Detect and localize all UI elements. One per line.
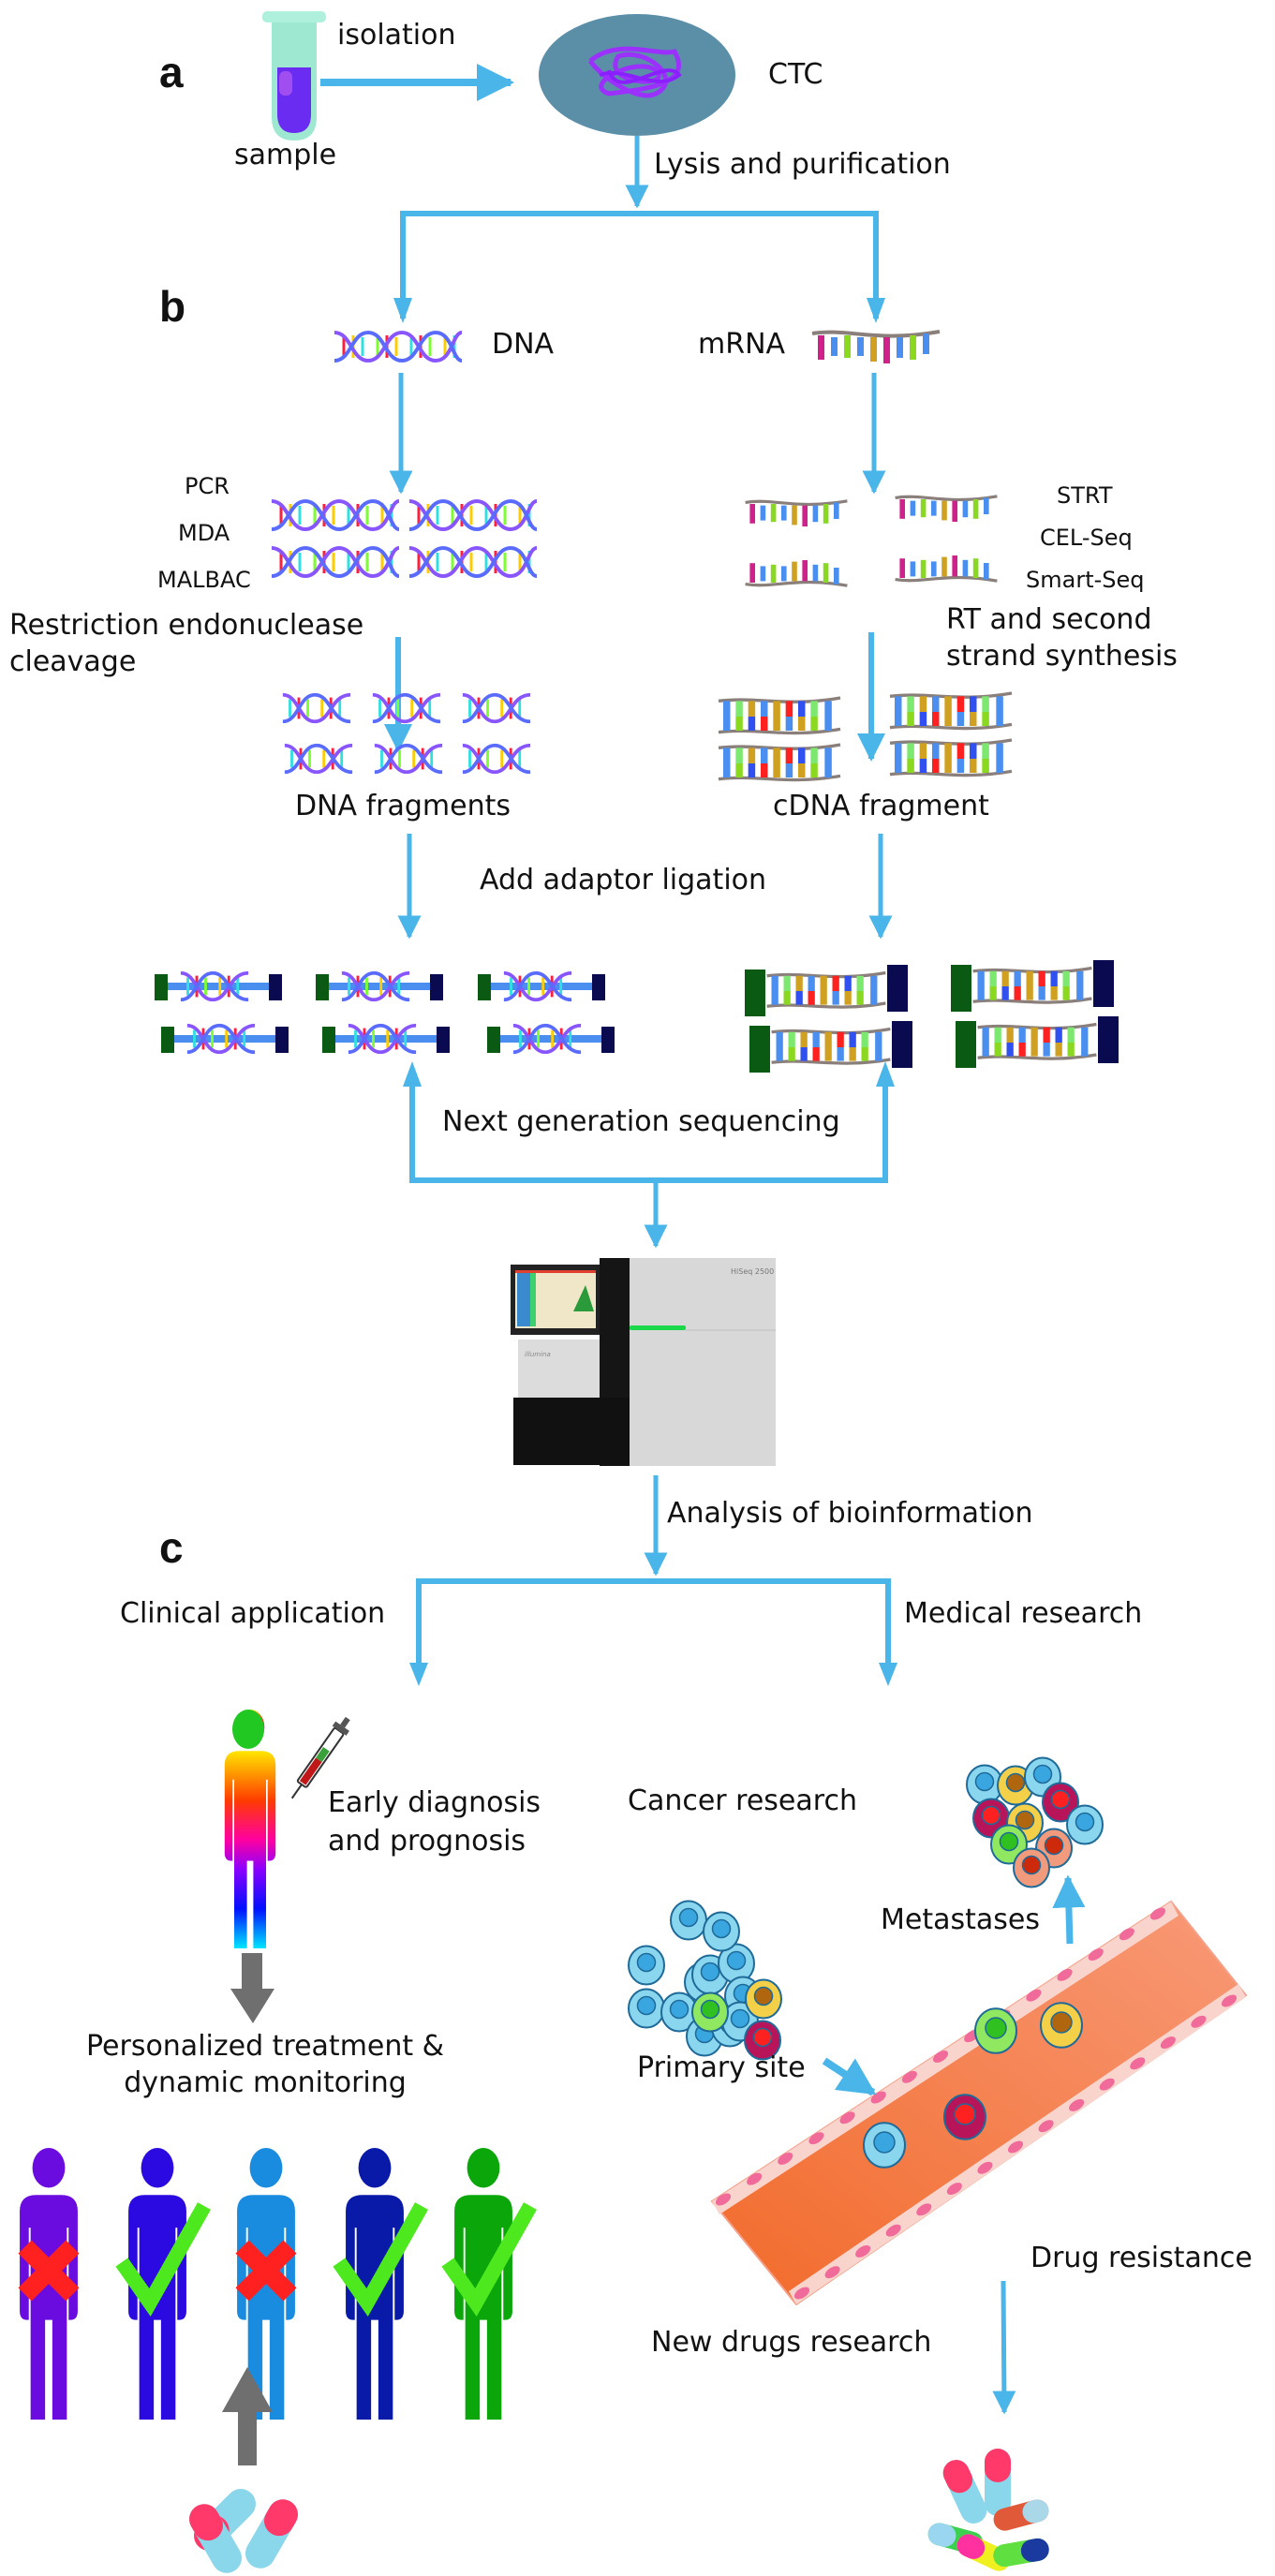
restriction-label: Restriction endonuclease cleavage xyxy=(9,609,364,678)
mrna-strand-icon xyxy=(810,330,941,365)
tumor-cell-icon xyxy=(745,1978,782,2020)
sample-tube-icon xyxy=(262,11,326,141)
adapted-dna-fragment xyxy=(161,1023,289,1055)
adapted-dna-fragment xyxy=(155,970,282,1002)
dna-fragments-label: DNA fragments xyxy=(295,790,511,822)
cross-icon xyxy=(235,2240,297,2302)
ctc-cell-icon xyxy=(539,14,735,136)
adapted-cdna-fragment xyxy=(745,965,908,1016)
primary-site-label: Primary site xyxy=(637,2051,806,2084)
tumor-cell-icon xyxy=(670,1900,707,1941)
tumor-cell-icon xyxy=(744,2020,781,2061)
cdna-fragment-label: cDNA fragment xyxy=(773,790,989,822)
tumor-cell-icon xyxy=(863,2122,906,2169)
cancer-research-label: Cancer research xyxy=(628,1784,857,1817)
tumor-cell-icon xyxy=(974,2007,1017,2054)
method-pcr: PCR xyxy=(185,473,230,499)
up-arrow-gray-icon xyxy=(222,2367,273,2465)
tumor-cell-icon xyxy=(1013,1847,1050,1888)
ctc-label: CTC xyxy=(768,58,823,91)
tumor-cell-icon xyxy=(628,1945,665,1986)
personalized-treatment-label: Personalized treatment & dynamic monitor… xyxy=(86,2030,445,2099)
patient-figure xyxy=(333,2148,428,2420)
adapted-cdna-group xyxy=(745,960,1119,1073)
panel-label-c: c xyxy=(159,1523,184,1572)
method-strt: STRT xyxy=(1057,482,1113,509)
cdna-fragments-group xyxy=(717,691,1014,782)
method-cel-seq: CEL-Seq xyxy=(1040,525,1133,551)
tumor-cell-icon xyxy=(990,1824,1028,1865)
rt-label: RT and second strand synthesis xyxy=(946,603,1178,673)
patient-row xyxy=(18,2148,537,2420)
sequencer-icon: HiSeq 2500 illumina xyxy=(511,1258,776,1466)
adapted-dna-fragment xyxy=(478,970,605,1002)
tumor-cell-icon xyxy=(1040,2002,1083,2049)
check-icon xyxy=(333,2202,428,2317)
tumor-cell-icon xyxy=(1066,1804,1104,1845)
analysis-label: Analysis of bioinformation xyxy=(667,1497,1033,1530)
cross-icon xyxy=(18,2240,80,2302)
syringe-icon xyxy=(290,1716,350,1799)
application-split-connector xyxy=(416,1578,891,1677)
drug-resistance-arrow xyxy=(992,2280,1016,2415)
dna-helix-icon xyxy=(333,331,464,363)
ngs-connector xyxy=(409,1073,888,1183)
pills-icon xyxy=(189,2489,298,2573)
dna-fragments-group xyxy=(281,692,532,775)
patient-figure xyxy=(115,2148,211,2420)
tumor-cell-icon xyxy=(628,1988,665,2029)
adapted-dna-fragment xyxy=(316,970,443,1002)
adapted-cdna-fragment xyxy=(956,1016,1119,1068)
new-drugs-pills-icon xyxy=(927,2449,1049,2571)
metastases-label: Metastases xyxy=(881,1903,1040,1936)
medical-research-label: Medical research xyxy=(904,1597,1143,1630)
check-icon xyxy=(115,2202,211,2317)
patient-head-icon xyxy=(232,1710,264,1749)
adapted-dna-fragment xyxy=(487,1023,615,1055)
primary-to-vessel-arrow xyxy=(822,2057,877,2096)
clinical-application-label: Clinical application xyxy=(120,1597,386,1630)
early-diagnosis-label: Early diagnosis and prognosis xyxy=(328,1786,541,1858)
tumor-cell-icon xyxy=(703,1911,740,1952)
tumor-cell-icon xyxy=(660,1991,698,2033)
new-drugs-research-label: New drugs research xyxy=(651,2326,932,2359)
primary-site-cells xyxy=(628,1900,782,2061)
down-arrow-gray-icon xyxy=(230,1953,274,2023)
panel-label-a: a xyxy=(159,48,184,96)
tumor-cell-icon xyxy=(691,1991,729,2033)
tumor-cell-icon xyxy=(943,2094,986,2140)
sample-label: sample xyxy=(234,139,337,171)
isolation-label: isolation xyxy=(337,19,456,52)
adaptor-label: Add adaptor ligation xyxy=(480,864,767,896)
method-mda: MDA xyxy=(178,520,230,546)
lysis-label: Lysis and purification xyxy=(654,148,951,181)
patient-figure xyxy=(18,2148,80,2420)
method-malbac: MALBAC xyxy=(157,567,251,593)
mrna-label: mRNA xyxy=(698,328,786,361)
tumor-cell-icon xyxy=(1042,1782,1079,1823)
adapted-cdna-fragment xyxy=(951,960,1114,1012)
amplified-rna-group xyxy=(743,494,1000,588)
adapted-dna-group xyxy=(155,970,615,1055)
split-connector xyxy=(400,211,879,318)
sequencer-brand-text: illumina xyxy=(525,1351,551,1358)
patient-figure xyxy=(441,2148,537,2420)
vessel-to-metastases-arrow xyxy=(1052,1874,1086,1945)
amplified-dna-group xyxy=(270,499,539,578)
metastases-cells xyxy=(966,1756,1104,1888)
adapted-cdna-fragment xyxy=(749,1021,912,1073)
adapted-dna-fragment xyxy=(322,1023,450,1055)
patient-figure xyxy=(235,2148,297,2420)
sequencer-model-text: HiSeq 2500 xyxy=(731,1267,774,1276)
check-icon xyxy=(441,2202,537,2317)
ngs-label: Next generation sequencing xyxy=(442,1105,840,1138)
drug-resistance-label: Drug resistance xyxy=(1030,2242,1253,2274)
dna-label: DNA xyxy=(492,328,555,361)
circulating-tumor-cells xyxy=(863,2002,1083,2169)
method-smart-seq: Smart-Seq xyxy=(1026,567,1145,593)
panel-label-b: b xyxy=(159,282,186,331)
